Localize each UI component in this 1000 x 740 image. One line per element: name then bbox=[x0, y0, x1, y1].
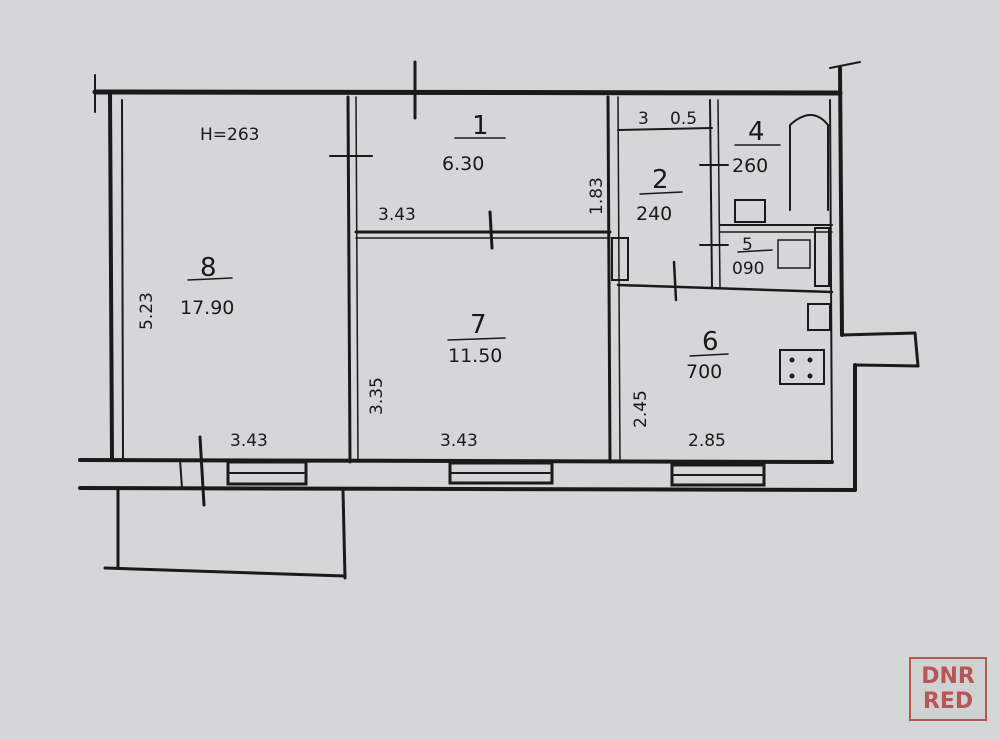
top-outer-wall bbox=[92, 89, 843, 96]
bottom-outer-wall-outer bbox=[78, 486, 857, 492]
balcony-right bbox=[341, 488, 347, 580]
room-area: 17.90 bbox=[180, 297, 234, 319]
room-number: 7 bbox=[470, 310, 487, 340]
toilet bbox=[777, 239, 811, 269]
washbasin bbox=[734, 199, 766, 223]
ventilation-duct bbox=[807, 303, 831, 331]
wall-7-6 bbox=[606, 95, 612, 464]
balcony-door-jamb bbox=[179, 459, 183, 489]
balcony-front bbox=[103, 566, 347, 578]
stove-burners bbox=[789, 357, 813, 379]
wall-2-6 bbox=[616, 283, 834, 294]
wall-closet-3 bbox=[617, 127, 713, 131]
dimension-room8-width: 3.43 bbox=[230, 431, 268, 451]
wc-shaft bbox=[814, 227, 830, 287]
room-number: 8 bbox=[200, 253, 217, 283]
underline-6 bbox=[689, 353, 729, 357]
wall-end-mark bbox=[829, 61, 861, 69]
riser-shaft bbox=[611, 237, 629, 281]
exit-wall-bottom bbox=[853, 363, 920, 368]
room-area: 0.5 bbox=[670, 109, 697, 129]
right-inner-wall bbox=[829, 99, 833, 463]
watermark-line-2: RED bbox=[922, 689, 974, 714]
watermark-logo: DNR RED bbox=[909, 657, 987, 721]
left-outer-wall bbox=[108, 90, 114, 462]
dimension-room8-height: 5.23 bbox=[137, 292, 157, 330]
bottom-outer-wall bbox=[78, 458, 834, 464]
room-number: 5 bbox=[742, 235, 753, 255]
underline-2 bbox=[639, 191, 683, 195]
left-inner-wall bbox=[121, 99, 124, 459]
ceiling-height-label: H=263 bbox=[200, 125, 259, 145]
dimension-room6-width: 2.85 bbox=[688, 431, 726, 451]
room-area: 700 bbox=[686, 361, 722, 383]
room-area: 11.50 bbox=[448, 345, 502, 367]
room-area: 240 bbox=[636, 203, 672, 225]
watermark-line-1: DNR bbox=[921, 664, 975, 689]
balcony-door-mark bbox=[198, 435, 206, 507]
bathtub bbox=[789, 114, 829, 211]
underline-8 bbox=[187, 277, 233, 281]
dimension-room6-height: 2.45 bbox=[631, 390, 651, 428]
room-number: 1 bbox=[472, 111, 489, 141]
room-number: 2 bbox=[652, 165, 669, 195]
wall-8-7-inner bbox=[355, 96, 359, 463]
dimension-room2-height: 1.83 bbox=[587, 177, 607, 215]
dimension-room7-width: 3.43 bbox=[440, 431, 478, 451]
door-mark-2-6 bbox=[672, 260, 678, 302]
right-outer-wall bbox=[838, 66, 844, 337]
window-room-6 bbox=[670, 463, 766, 487]
wall-2-bath bbox=[709, 99, 713, 289]
window-room-8 bbox=[226, 460, 308, 486]
room-area: 090 bbox=[732, 259, 764, 279]
room-area: 6.30 bbox=[442, 153, 484, 175]
window-room-7 bbox=[448, 461, 554, 485]
room-number: 4 bbox=[748, 117, 765, 147]
door-mark-1-7 bbox=[488, 210, 494, 250]
underline-7 bbox=[447, 337, 506, 341]
dimension-room7-height: 3.35 bbox=[367, 377, 387, 415]
room-area: 260 bbox=[732, 155, 768, 177]
wall-8-7 bbox=[346, 95, 352, 464]
room-number: 6 bbox=[702, 327, 719, 357]
dimension-corridor-width: 3.43 bbox=[378, 205, 416, 225]
exit-wall-end bbox=[913, 331, 920, 368]
wall-2-bath-inner bbox=[717, 99, 721, 289]
stove bbox=[779, 349, 825, 385]
exit-wall-top bbox=[840, 331, 917, 337]
room-number: 3 bbox=[638, 109, 649, 129]
underline-5 bbox=[737, 249, 773, 253]
